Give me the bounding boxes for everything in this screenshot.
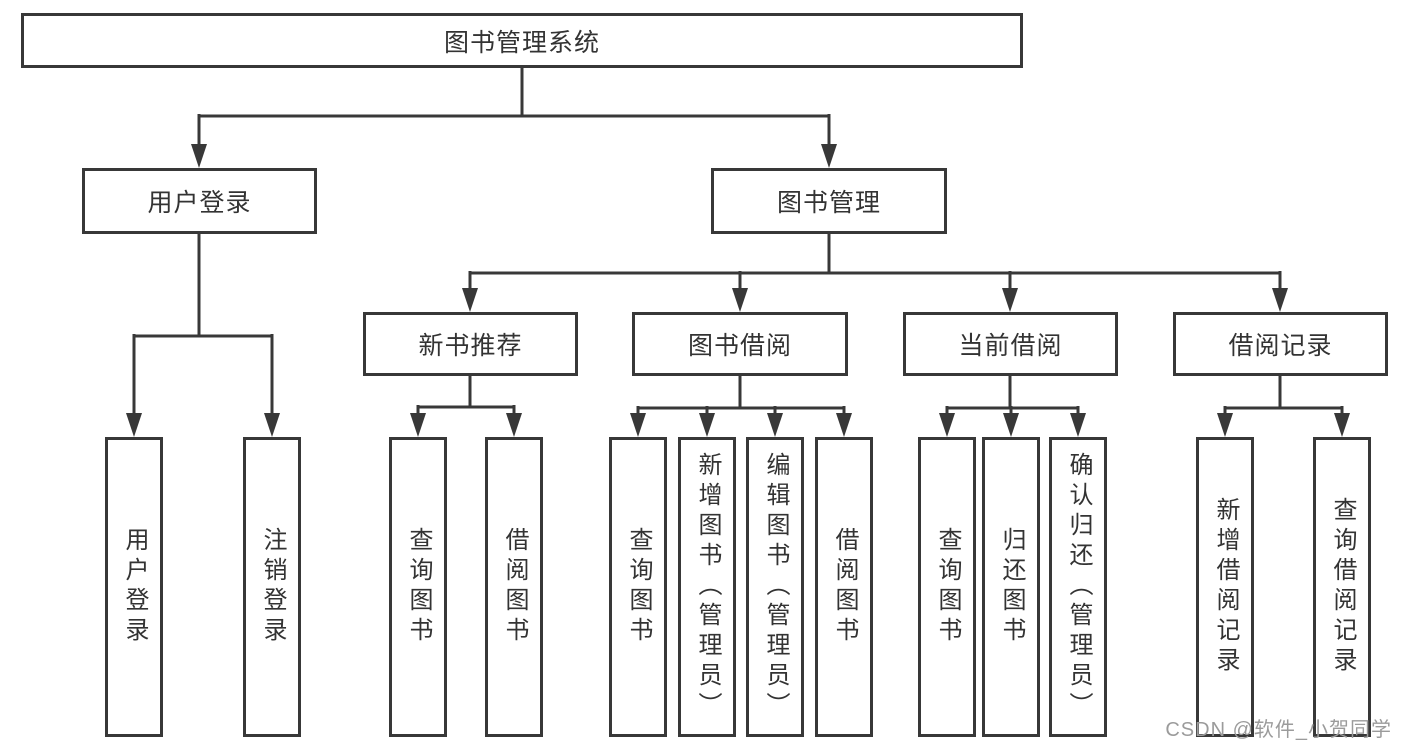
leaf-user-login: 用户登录 xyxy=(105,437,163,737)
leaf-logout: 注销登录 xyxy=(243,437,301,737)
leaf-query-borrow-record: 查询借阅记录 xyxy=(1313,437,1371,737)
node-borrowing-records: 借阅记录 xyxy=(1173,312,1388,376)
leaf-return-books: 归还图书 xyxy=(982,437,1040,737)
leaf-borrow-books: 借阅图书 xyxy=(815,437,873,737)
leaf-recommend-borrow-books: 借阅图书 xyxy=(485,437,543,737)
arrowhead-icons xyxy=(126,144,1350,437)
node-user-login: 用户登录 xyxy=(82,168,317,234)
leaf-add-books-admin: 新增图书（管理员） xyxy=(678,437,736,737)
node-book-borrowing: 图书借阅 xyxy=(632,312,848,376)
leaf-borrowing-query-books: 查询图书 xyxy=(609,437,667,737)
leaf-add-borrow-record: 新增借阅记录 xyxy=(1196,437,1254,737)
node-book-management: 图书管理 xyxy=(711,168,947,234)
leaf-current-query-books: 查询图书 xyxy=(918,437,976,737)
node-current-borrowing: 当前借阅 xyxy=(903,312,1118,376)
leaf-confirm-return-admin: 确认归还（管理员） xyxy=(1049,437,1107,737)
leaf-recommend-query-books: 查询图书 xyxy=(389,437,447,737)
node-root-system: 图书管理系统 xyxy=(21,13,1023,68)
leaf-edit-books-admin: 编辑图书（管理员） xyxy=(746,437,804,737)
node-new-book-recommend: 新书推荐 xyxy=(363,312,578,376)
csdn-watermark: CSDN @软件_小贺同学 xyxy=(1165,719,1392,741)
